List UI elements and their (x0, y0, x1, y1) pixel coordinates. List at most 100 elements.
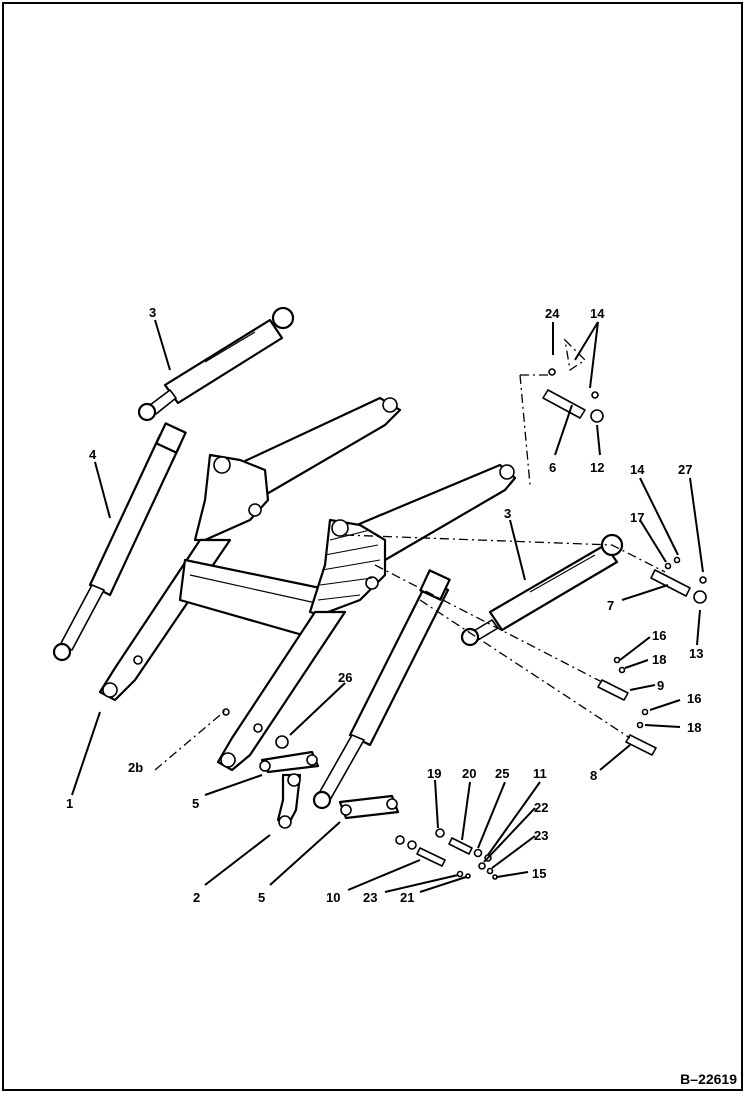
callout-16-upper: 16 (652, 628, 666, 643)
right-arm-top-pivot (331, 519, 349, 537)
link-right-hole-b (386, 798, 398, 810)
right-arm-lower-hole (253, 723, 263, 733)
centerline-tilt-lower (344, 534, 666, 573)
tilt-cylinder-upper-barrel (163, 318, 284, 405)
callout-22: 22 (534, 800, 548, 815)
link-left-hole-a (259, 760, 271, 772)
callout-18-upper: 18 (652, 652, 666, 667)
washer-19 (435, 828, 445, 838)
lift-arm-assembly (98, 396, 517, 772)
callout-14-upper: 14 (590, 306, 605, 321)
pin-10 (416, 847, 446, 867)
retainer-18-upper (618, 666, 626, 674)
callout-19: 19 (427, 766, 441, 781)
callout-23-right: 23 (534, 828, 548, 843)
bolt-24 (548, 368, 556, 376)
callout-27: 27 (678, 462, 692, 477)
callout-11: 11 (533, 766, 547, 781)
bracket-2 (276, 773, 302, 829)
lift-cylinder-right-barrel (348, 578, 450, 747)
washer-hw-b (407, 840, 417, 850)
left-arm-plate-hole (248, 503, 262, 517)
lift-cylinder-right-rod (317, 734, 365, 801)
cross-tube-edge (189, 574, 326, 606)
bolt-27 (699, 576, 707, 584)
centerline-pin8 (419, 599, 631, 739)
lift-cylinder-right (312, 569, 451, 810)
callout-14-lower: 14 (630, 462, 645, 477)
right-arm-tip-pivot (499, 464, 515, 480)
callout-25: 25 (495, 766, 509, 781)
nut-13 (693, 590, 707, 604)
callout-24: 24 (545, 306, 560, 321)
pin-9 (597, 679, 629, 701)
pin-15 (492, 874, 498, 880)
callout-15: 15 (532, 866, 546, 881)
washer-14-lower (673, 556, 681, 564)
lift-cylinder-left-rod-eye (52, 642, 72, 662)
callout-17: 17 (630, 510, 644, 525)
centerline-2b (154, 709, 227, 771)
left-arm-top-pivot (213, 456, 231, 474)
tilt-cylinder-lower-line (529, 554, 596, 593)
left-arm-bottom-pivot (102, 682, 118, 698)
callout-numbers: 3 4 1 2b 2 5 5 26 24 14 6 12 3 14 27 17 … (66, 305, 703, 905)
washer-17 (664, 562, 672, 570)
callout-26: 26 (338, 670, 352, 685)
lift-cylinder-left-rod (59, 584, 105, 651)
nut-23-left (456, 870, 464, 878)
callout-20: 20 (462, 766, 476, 781)
lift-cylinder-left-base-clevis (155, 422, 187, 454)
bracket-2-top-hole (287, 773, 301, 787)
centerline-pin6 (519, 374, 550, 486)
callout-18-lower: 18 (687, 720, 701, 735)
tilt-cylinder-lower-rod-eye (460, 627, 480, 647)
right-arm-bottom-pivot (220, 752, 236, 768)
callout-5-left: 5 (192, 796, 199, 811)
callout-7: 7 (607, 598, 614, 613)
washer-hw-a (395, 835, 405, 845)
centerlines (154, 338, 666, 771)
callout-21: 21 (400, 890, 414, 905)
callout-5-right: 5 (258, 890, 265, 905)
lift-cylinder-left-barrel (88, 433, 182, 597)
retainer-18-lower (636, 721, 644, 729)
centerline-pin9 (374, 564, 603, 683)
nut-23-right (486, 867, 494, 875)
lift-cylinder-right-rod-eye (312, 790, 332, 810)
left-arm-plate (193, 453, 270, 542)
bracket-2-bottom-hole (278, 815, 292, 829)
link-left (259, 750, 320, 774)
callout-1: 1 (66, 796, 73, 811)
callout-8: 8 (590, 768, 597, 783)
callout-9: 9 (657, 678, 664, 693)
link-right (338, 794, 400, 820)
callout-2: 2 (193, 890, 200, 905)
lift-cylinder-left (52, 422, 187, 662)
callout-4: 4 (89, 447, 97, 462)
link-right-hole-a (340, 804, 352, 816)
tilt-cylinder-upper (137, 306, 295, 422)
callout-12: 12 (590, 460, 604, 475)
centerline-14-triangle (564, 338, 587, 372)
tilt-cylinder-lower-barrel (488, 543, 619, 632)
pin-8 (625, 734, 657, 756)
pin-8-body (625, 734, 657, 756)
callout-3-lower: 3 (504, 506, 511, 521)
tilt-cylinder-upper-line (204, 331, 256, 363)
tilt-cylinder-upper-rod-eye (137, 402, 157, 422)
leader-lines (71, 319, 704, 893)
right-arm-plate (308, 518, 387, 617)
tilt-cylinder-upper-base-eye (271, 306, 295, 330)
washer-14-upper (591, 391, 599, 399)
nut-12 (590, 409, 604, 423)
callout-13: 13 (689, 646, 703, 661)
pin-20 (448, 837, 473, 855)
left-arm-lower-hole (133, 655, 143, 665)
nut-26 (275, 735, 289, 749)
pin-7 (650, 569, 691, 597)
tilt-cylinder-lower (460, 533, 624, 647)
callout-2b: 2b (128, 760, 143, 775)
callout-16-lower: 16 (687, 691, 701, 706)
